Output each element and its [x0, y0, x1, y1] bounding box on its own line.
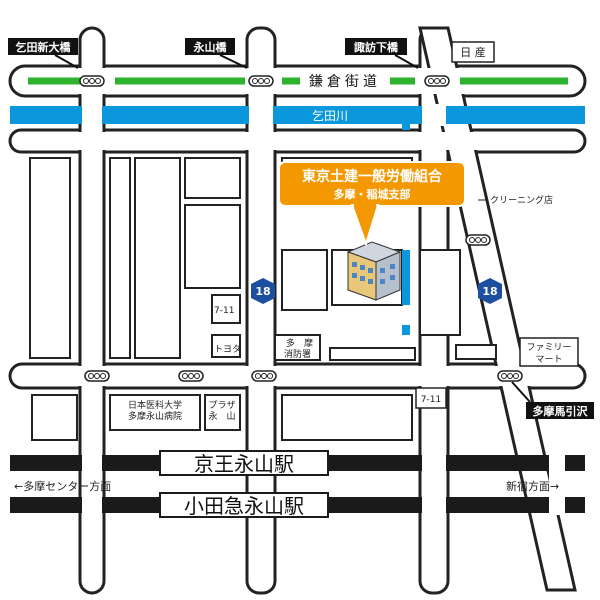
route-18-shield-icon: 18 — [251, 278, 275, 304]
landmark-seven-eleven: 7-11 — [214, 306, 234, 316]
road-name-label: 鎌倉街道 — [309, 74, 381, 90]
traffic-signal-icon — [79, 75, 105, 87]
block-hospital — [109, 394, 201, 431]
bridge-label-nagayama: 永山橋 — [193, 40, 228, 54]
landmark-fire-station-line2: 消防署 — [284, 348, 311, 360]
landmark-plaza-line2: 永 山 — [208, 410, 235, 422]
rail-crossing — [549, 453, 565, 515]
station-box — [159, 450, 329, 476]
direction-shinjuku: 新宿方面→ — [506, 479, 559, 493]
road-fill — [12, 132, 583, 150]
destination-building-icon — [346, 241, 402, 301]
landmark-family-mart-line2: マート — [535, 355, 562, 365]
station-keio-nagayama: 京王永山駅 — [194, 452, 294, 476]
block — [281, 249, 328, 311]
block — [281, 394, 413, 441]
block-plaza — [204, 394, 241, 431]
bridge-deck — [422, 104, 446, 126]
bridge-tag: 乞田新大橋 — [8, 38, 79, 69]
bridge-tag: 永山橋 — [185, 38, 248, 69]
route-number-label: 18 — [255, 285, 270, 298]
block — [184, 157, 241, 199]
route-18-shield-icon: 18 — [478, 278, 502, 304]
intersection-tag: 多摩馬引沢 — [511, 381, 594, 419]
bridge-tag: 諏訪下橋 — [345, 38, 419, 69]
block — [419, 249, 461, 336]
landmark-hospital-line1: 日本医科大学 — [128, 399, 182, 411]
traffic-signal-icon — [248, 75, 274, 87]
block — [184, 204, 241, 289]
landmark-toyota: トヨタ — [214, 344, 241, 355]
canal — [402, 325, 410, 335]
canal — [402, 118, 410, 130]
block — [134, 157, 181, 359]
station-box — [159, 492, 329, 518]
block — [109, 157, 131, 359]
traffic-signal-icon — [84, 370, 110, 382]
canal — [402, 250, 410, 305]
block — [329, 347, 416, 361]
route-number-label: 18 — [482, 285, 497, 298]
traffic-signal-icon — [424, 75, 450, 87]
bridge-label-suwa-shita: 諏訪下橋 — [354, 40, 399, 54]
landmark-cleaning: クリーニング店 — [490, 194, 553, 206]
road-fill — [12, 366, 583, 386]
landmark-family-mart-line1: ファミリー — [526, 343, 571, 353]
landmark-plaza-line1: プラザ — [208, 400, 235, 411]
family-mart-box — [519, 337, 579, 367]
destination-name: 東京土建一般労働組合 — [302, 168, 443, 185]
destination-branch: 多摩・稲城支部 — [334, 187, 411, 201]
block-fire-station — [274, 334, 321, 361]
station-odakyu-nagayama: 小田急永山駅 — [184, 494, 304, 518]
river-name-label: 乞田川 — [312, 109, 348, 123]
seven-eleven-box — [415, 387, 447, 409]
block — [455, 344, 497, 360]
landmark-seven-eleven-2: 7-11 — [421, 395, 441, 405]
rail-crossing — [422, 453, 446, 515]
label-background — [300, 73, 390, 89]
block — [29, 157, 71, 359]
bridge-deck — [82, 104, 102, 126]
vertical-road-1 — [78, 26, 106, 595]
nissan-box — [451, 41, 495, 63]
bridge-deck — [249, 104, 273, 126]
intersection-label-tama-mabikizawa: 多摩馬引沢 — [533, 404, 589, 418]
traffic-signal-icon — [465, 234, 491, 246]
landmark-nissan: 日 産 — [460, 46, 486, 59]
block-toyota — [211, 334, 241, 358]
traffic-signal-icon — [251, 370, 277, 382]
direction-tama-center: ←多摩センター方面 — [14, 479, 111, 493]
rail-crossing — [82, 453, 102, 515]
block — [31, 394, 78, 441]
block-seven-eleven — [211, 294, 241, 324]
landmark-fire-station-line1: 多 摩 — [286, 337, 313, 349]
bridge-label-kotta-shin-ohashi: 乞田新大橋 — [16, 40, 72, 54]
traffic-signal-icon — [497, 370, 523, 382]
traffic-signal-icon — [178, 370, 204, 382]
destination-callout: 東京土建一般労働組合 多摩・稲城支部 — [278, 161, 466, 248]
landmark-hospital-line2: 多摩永山病院 — [128, 410, 182, 422]
